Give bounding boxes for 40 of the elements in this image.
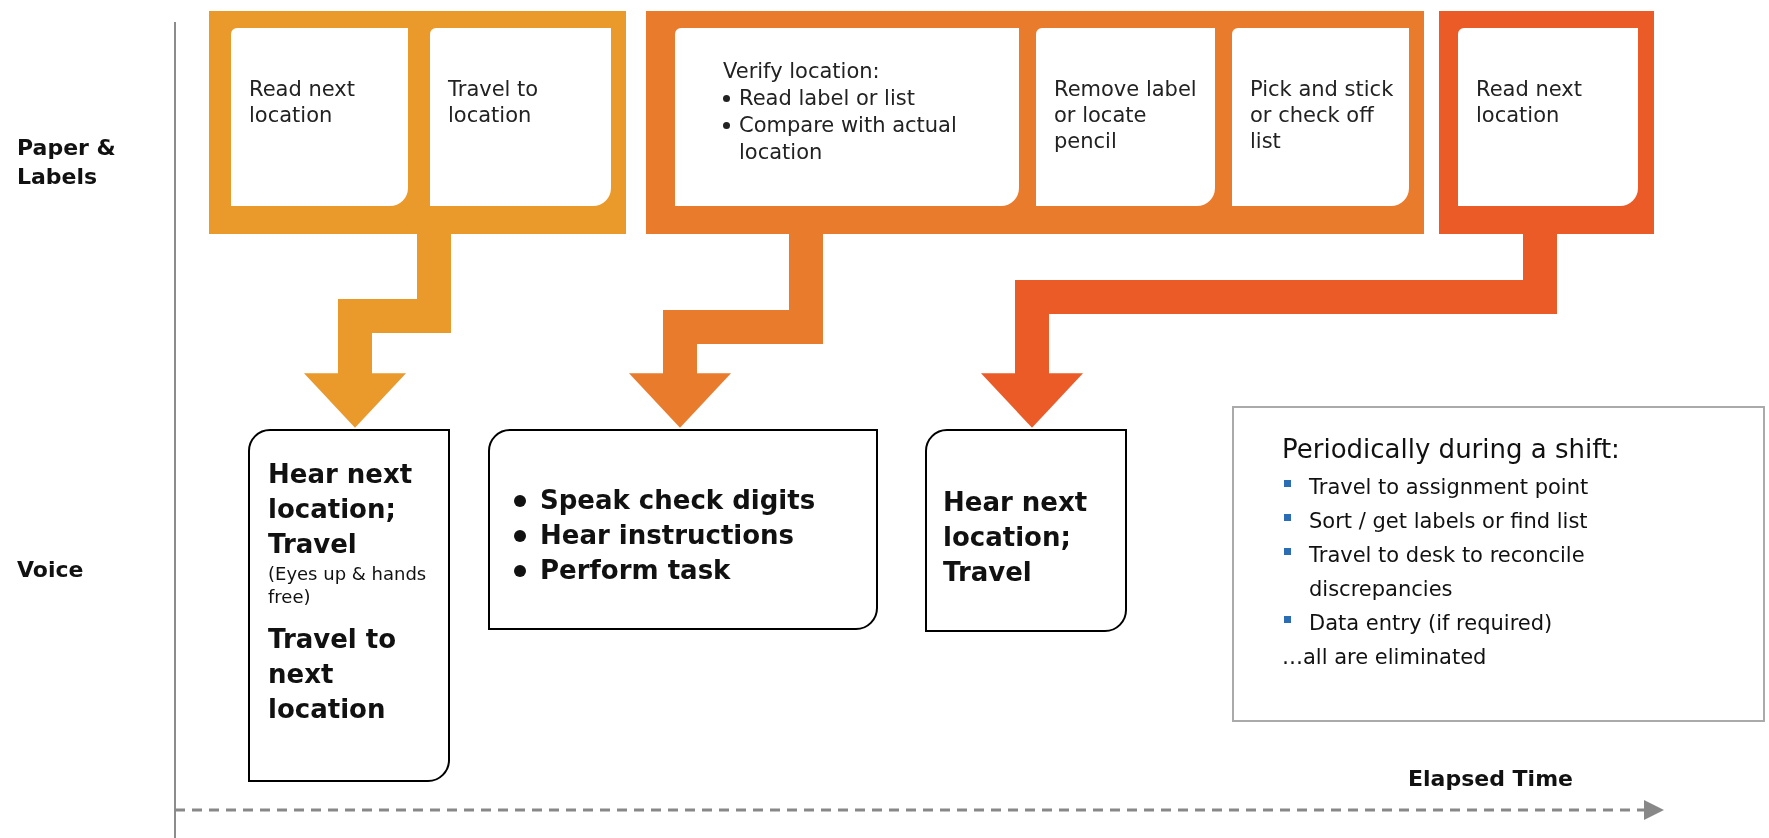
step-text: Read next location bbox=[249, 76, 356, 128]
voice-box bbox=[488, 429, 878, 630]
step-text: Remove label or locate pencil bbox=[1054, 76, 1198, 154]
note-text: Travel to desk to reconcile discrepancies bbox=[1309, 542, 1586, 603]
step-text: Read label or list bbox=[739, 85, 915, 112]
note-heading: Periodically during a shift: bbox=[1282, 433, 1621, 466]
step-text: Pick and stick or check off list bbox=[1250, 76, 1395, 154]
axis-label: Paper & Labels bbox=[17, 134, 117, 191]
step-card bbox=[231, 28, 408, 206]
voice-box bbox=[925, 429, 1127, 632]
process-group bbox=[646, 11, 1424, 234]
note-text: Data entry (if required) bbox=[1309, 610, 1554, 637]
step-card bbox=[1232, 28, 1409, 206]
arrow bbox=[304, 234, 451, 428]
axis-label: Elapsed Time bbox=[1408, 765, 1573, 793]
axis-label: Voice bbox=[17, 556, 84, 584]
note-text: …all are eliminated bbox=[1282, 644, 1488, 671]
voice-text: Hear instructions bbox=[540, 519, 795, 552]
note-text: (Eyes up & hands free) bbox=[268, 562, 428, 608]
arrow bbox=[629, 234, 823, 428]
voice-text: Hear next location; Travel bbox=[943, 486, 1089, 589]
note-text: Travel to assignment point bbox=[1309, 474, 1590, 501]
note-box bbox=[1232, 406, 1765, 722]
note-text: Sort / get labels or find list bbox=[1309, 508, 1589, 535]
step-card bbox=[1036, 28, 1215, 206]
step-text: Compare with actual location bbox=[739, 112, 958, 166]
process-group bbox=[209, 11, 626, 234]
step-card bbox=[675, 28, 1019, 206]
voice-text: Speak check digits bbox=[540, 484, 816, 517]
voice-text: Perform task bbox=[540, 554, 731, 587]
arrow bbox=[981, 234, 1557, 428]
voice-box bbox=[248, 429, 450, 782]
voice-text: Travel to next location bbox=[268, 623, 398, 726]
step-card bbox=[430, 28, 611, 206]
step-text: Travel to location bbox=[448, 76, 540, 128]
step-card bbox=[1458, 28, 1638, 206]
step-text: Read next location bbox=[1476, 76, 1583, 128]
voice-text: Hear next location; Travel bbox=[268, 458, 414, 561]
process-group bbox=[1439, 11, 1654, 234]
step-heading: Verify location: bbox=[723, 58, 881, 85]
